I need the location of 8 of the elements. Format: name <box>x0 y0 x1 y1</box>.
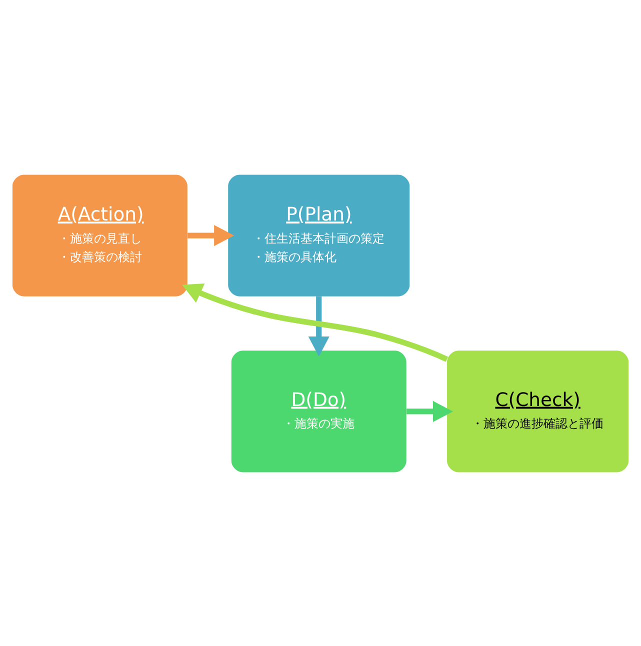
arrow <box>188 224 234 246</box>
node-box: A(Action) ・施策の見直し ・改善策の検討 <box>12 174 188 296</box>
arrow <box>182 283 448 362</box>
node-box: P(Plan) ・住生活基本計画の策定 ・施策の具体化 <box>228 174 410 296</box>
node-box: D(Do) ・施策の実施 <box>231 350 406 472</box>
arrow <box>308 296 330 356</box>
node-box: C(Check) ・施策の進捗確認と評価 <box>447 350 629 472</box>
arrow <box>406 400 454 422</box>
